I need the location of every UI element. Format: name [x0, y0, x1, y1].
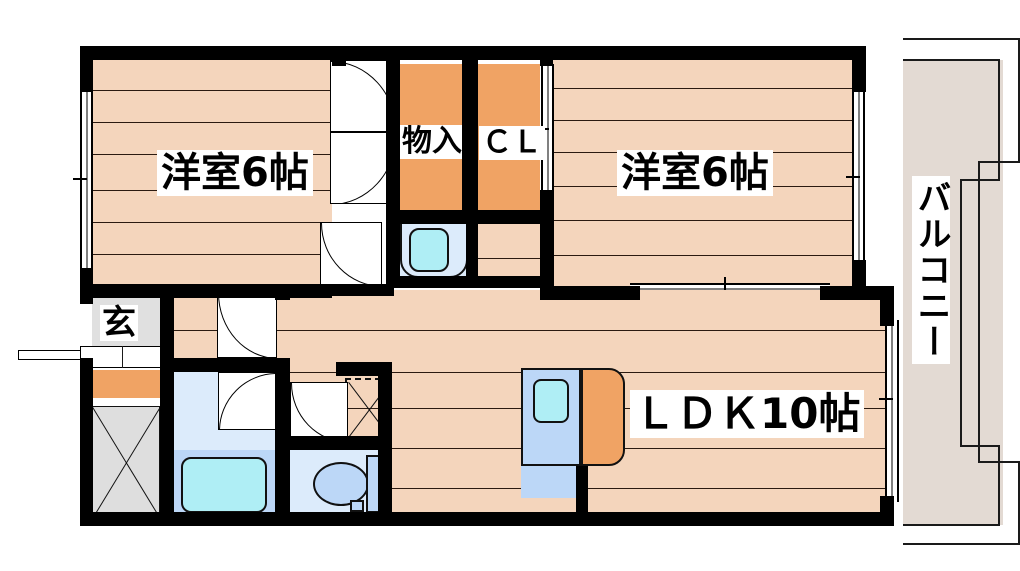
bedroom-right-seam-2	[552, 120, 852, 121]
bedroom-right-seam-1	[552, 88, 852, 89]
wall-bedroom-left-right	[332, 46, 346, 66]
wall-ps-right	[160, 366, 174, 526]
balcony-outline-top-inner	[903, 59, 1000, 61]
pipe-shaft-box	[92, 406, 160, 518]
wall-top-right	[540, 46, 865, 60]
ldk-entry-door[interactable]	[217, 292, 277, 358]
wall-between-closets	[462, 46, 478, 216]
wall-right-upper	[852, 46, 866, 92]
shoe-cabinet	[92, 370, 160, 398]
storage-door-lower[interactable]	[330, 132, 396, 204]
cl-closet-label: ＣＬ	[479, 126, 545, 160]
ldk-label: ＬＤＫ10帖	[630, 390, 865, 438]
wall-right-mid	[852, 260, 866, 300]
washbasin-counter	[400, 222, 468, 278]
bedroom-left-window[interactable]	[80, 90, 93, 270]
genkan-step-divider	[122, 346, 123, 368]
balcony-rail-right-lower	[1018, 461, 1020, 545]
toilet-door[interactable]	[290, 382, 348, 442]
wall-toilet-top	[290, 436, 392, 450]
bedroom-left-seam-1	[92, 90, 332, 91]
wall-bath-top	[160, 358, 290, 372]
wall-washbasin-left	[386, 216, 400, 288]
wall-storage-left-top	[386, 46, 400, 62]
bedroom-left-seam-2	[92, 122, 332, 123]
bathtub	[181, 457, 267, 513]
bedroom-left-label: 洋室6帖	[157, 150, 313, 196]
balcony-outline-bottom-inner	[903, 524, 1000, 526]
kitchen-partition-wall	[576, 466, 588, 522]
bedroom-right-seam-5	[552, 220, 852, 221]
bedroom-right-seam-6	[552, 255, 852, 256]
bedroom-left-door[interactable]	[320, 222, 382, 286]
bedroom-right-sliding-door-mullion	[724, 277, 726, 291]
balcony-outline-right-lower-inner	[998, 445, 1000, 525]
wall-right-ldk-upper	[880, 286, 894, 326]
wall-washer-top	[336, 362, 392, 376]
balcony-outline-top	[903, 38, 1020, 40]
wall-bedroom-left-bottom	[80, 284, 332, 298]
wall-bath-right	[275, 358, 290, 526]
wall-corridor-left-stub	[275, 290, 290, 300]
bedroom-left-seam-6	[92, 254, 332, 255]
balcony-outline-step-top-inner	[960, 179, 1000, 181]
balcony-label: バルコニー	[911, 176, 951, 364]
toilet-base	[350, 500, 364, 512]
wall-bedroom-left-bottom-2	[274, 284, 394, 296]
balcony-notch-upper	[903, 60, 1003, 180]
wall-storage-left	[386, 60, 400, 216]
kitchen-sink-basin	[533, 379, 569, 423]
bedroom-right-label: 洋室6帖	[617, 150, 773, 196]
balcony-rail-step-top	[978, 161, 1020, 163]
wall-closet-right	[540, 46, 553, 66]
ldk-balcony-door-mullion	[879, 398, 893, 400]
wall-toilet-right	[378, 374, 392, 522]
wall-bedroom-right-bottom-left	[540, 286, 640, 300]
wall-top-center	[392, 46, 564, 60]
ldk-seam-1	[278, 330, 890, 331]
wall-left-bath	[80, 358, 93, 526]
balcony-rail-bottom	[903, 543, 1020, 545]
wall-top-left	[80, 46, 412, 60]
bedroom-left-seam-5	[92, 222, 332, 223]
wall-closets-bottom	[386, 210, 552, 224]
bedroom-right-window-mullion	[846, 176, 860, 178]
storage-closet-label: 物入	[399, 125, 465, 159]
wall-washbasin-right	[466, 222, 478, 288]
balcony-outline-right-upper-inner	[998, 59, 1000, 181]
balcony-rail-right-mid	[978, 161, 980, 463]
storage-door-upper[interactable]	[330, 60, 396, 132]
balcony-rail-right-upper	[1018, 38, 1020, 163]
wall-left-upper	[80, 46, 93, 92]
wall-hall-right	[540, 190, 554, 300]
entrance-label: 玄	[100, 303, 138, 343]
bedroom-left-window-mullion	[73, 178, 87, 180]
balcony-outline-step-bottom-inner	[960, 445, 1000, 447]
balcony-outline-right-mid-inner	[960, 179, 962, 447]
balcony-rail-step-bottom	[978, 461, 1020, 463]
kitchen-sink-unit-outline	[521, 368, 581, 466]
bathroom-door[interactable]	[218, 372, 276, 430]
wall-entry-right	[160, 290, 174, 366]
kitchen-counter-stove	[581, 368, 625, 466]
wall-bottom	[80, 512, 894, 526]
ldk-balcony-sliding-door[interactable]	[885, 320, 899, 502]
